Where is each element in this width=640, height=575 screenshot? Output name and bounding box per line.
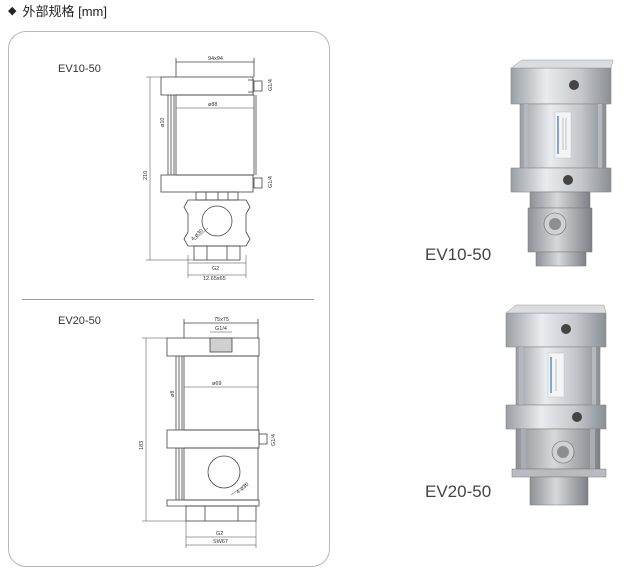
drawing-ev10: [146, 58, 263, 278]
dim-height: 210: [143, 171, 149, 180]
dim-port-side-ev20: G1/4: [271, 434, 277, 446]
dim-bore-ev20: ø69: [212, 381, 221, 387]
dim-top-width: 94x94: [208, 56, 223, 62]
dim-port-top: G1/4: [268, 79, 274, 91]
dim-thread-ev20: G2: [216, 531, 223, 537]
product-photo-ev20: [505, 304, 607, 506]
dim-bore: ø88: [208, 102, 217, 108]
diamond-bullet-icon: ◆: [8, 4, 17, 17]
dim-port-top-ev20: G1/4: [215, 326, 227, 332]
dim-rod-ev20: ø8: [170, 391, 176, 397]
dim-port-bottom: G1/4: [268, 176, 274, 188]
dim-thread: G2: [212, 266, 219, 272]
dim-rod: ø10: [160, 118, 166, 127]
dim-height-ev20: 183: [139, 441, 145, 450]
dim-top-width-ev20: 75x75: [214, 317, 229, 323]
dim-window-ev20: 4-ø30: [235, 482, 250, 496]
panel-divider: [22, 299, 314, 300]
dim-hex: 12.65x65: [203, 276, 226, 282]
section-header: ◆ 外部规格 [mm]: [8, 0, 107, 20]
product-photo-ev10: [510, 59, 614, 267]
drawing-model-label-ev10: EV10-50: [58, 63, 101, 75]
drawing-model-label-ev20: EV20-50: [58, 315, 101, 327]
dim-hex-ev20: SW67: [213, 539, 228, 545]
drawing-ev20: [142, 319, 268, 548]
photo-label-ev10: EV10-50: [425, 245, 492, 264]
section-title: 外部规格 [mm]: [22, 3, 107, 19]
drawing-panel: [8, 31, 330, 567]
photo-label-ev20: EV20-50: [425, 482, 492, 501]
dim-window: 4-ø30: [190, 228, 204, 242]
